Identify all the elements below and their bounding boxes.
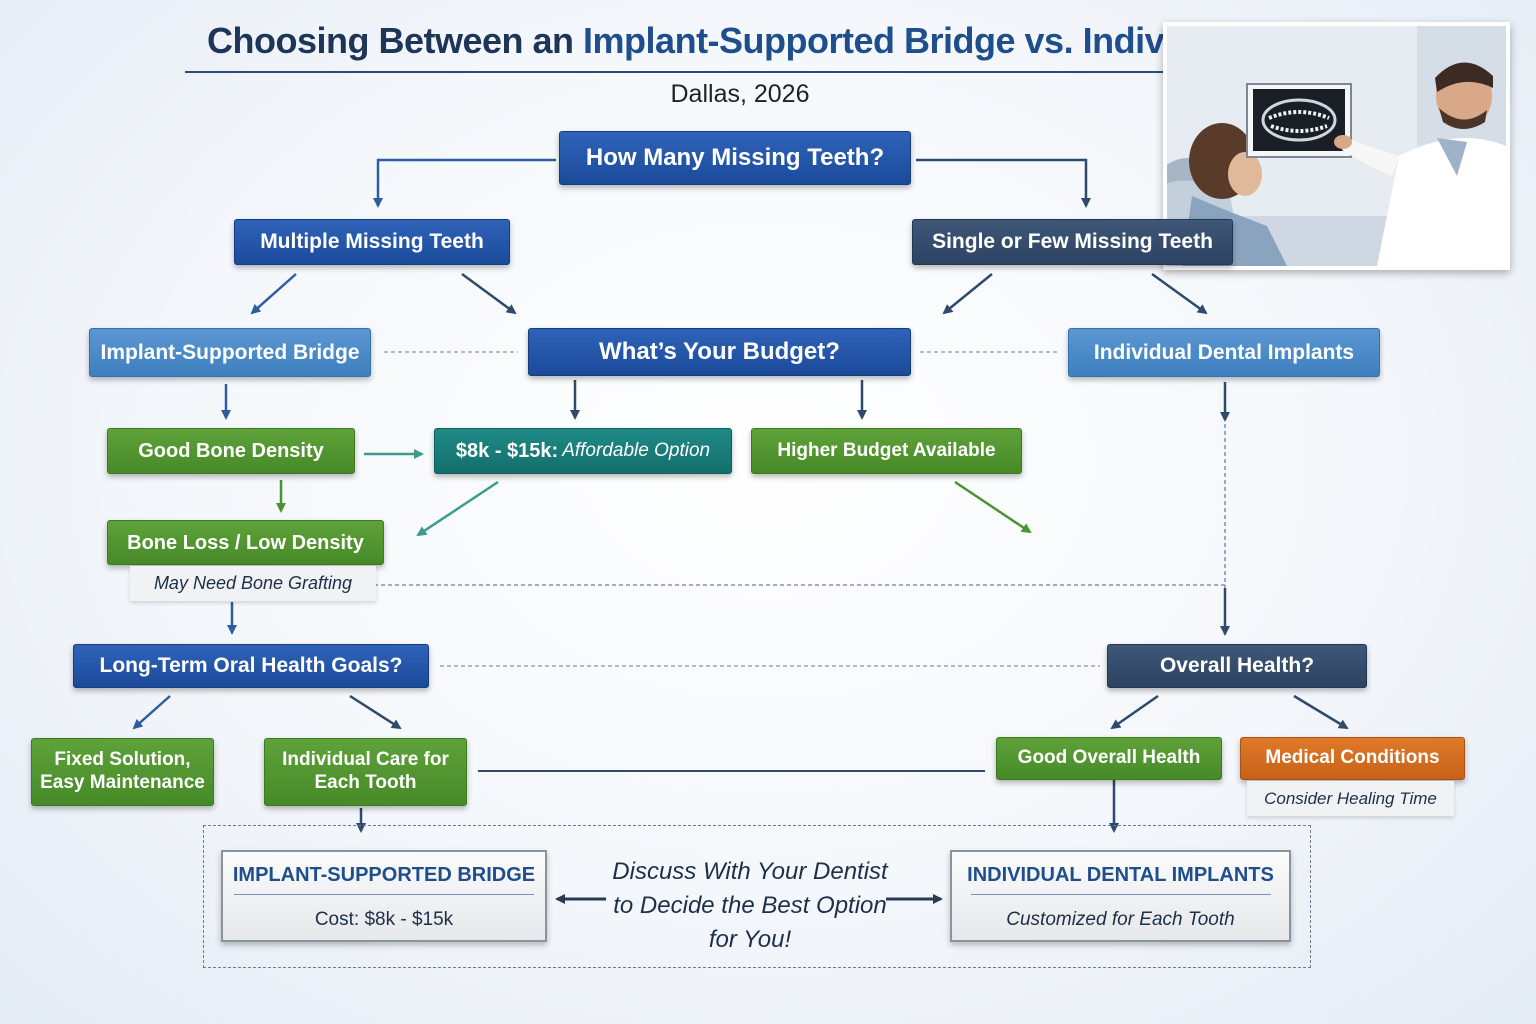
discuss-line-2: to Decide the Best Option <box>613 892 887 920</box>
title-part-1: Choosing Between an <box>207 20 584 61</box>
node-fixed-solution: Fixed Solution, Easy Maintenance <box>31 738 214 806</box>
node-implant-supported-bridge: Implant-Supported Bridge <box>89 328 371 377</box>
node-individual-care-line-1: Individual Care for <box>282 749 449 771</box>
note-bone-graft-label: May Need Bone Grafting <box>153 573 353 593</box>
arrow-long-term-to-individual-care <box>349 694 402 730</box>
node-higher-budget-label: Higher Budget Available <box>777 439 996 461</box>
node-single-few-missing-teeth: Single or Few Missing Teeth <box>912 219 1233 265</box>
node-medical-label: Medical Conditions <box>1265 747 1440 769</box>
node-individual-care-line-2: Each Tooth <box>314 772 417 793</box>
outcome-individual-sub: Customized for Each Tooth <box>1006 909 1235 930</box>
arrow-how-many-to-multiple <box>373 158 556 208</box>
node-good-health-label: Good Overall Health <box>1017 747 1201 769</box>
page-title: Choosing Between an Implant-Supported Br… <box>185 20 1400 62</box>
discuss-line-3: for You! <box>708 926 792 954</box>
arrow-overall-to-medical <box>1293 694 1349 730</box>
outcome-card-bridge: IMPLANT-SUPPORTED BRIDGE Cost: $8k - $15… <box>221 850 547 942</box>
node-long-term-label: Long-Term Oral Health Goals? <box>99 654 403 678</box>
note-consider-healing-time: Consider Healing Time <box>1247 781 1454 816</box>
arrow-single-to-budget <box>942 273 993 315</box>
discuss-with-dentist: Discuss With Your Dentist to Decide the … <box>600 855 900 957</box>
node-how-many-missing-teeth: How Many Missing Teeth? <box>559 131 911 185</box>
arrow-how-many-to-single <box>916 158 1091 208</box>
outcome-bridge-divider <box>234 894 534 895</box>
title-underline <box>185 71 1295 73</box>
budget-low-amount: $8k - $15k: <box>455 440 559 462</box>
note-healing-label: Consider Healing Time <box>1264 788 1437 808</box>
node-multiple-missing-teeth: Multiple Missing Teeth <box>234 219 510 265</box>
node-bridge-label: Implant-Supported Bridge <box>100 340 360 364</box>
node-fixed-line-1: Fixed Solution, <box>54 749 191 771</box>
outcome-section <box>203 825 1311 968</box>
arrow-higher-budget-out <box>954 480 1032 534</box>
node-budget-affordable-option: $8k - $15k: Affordable Option <box>434 428 732 474</box>
node-individual-dental-implants: Individual Dental Implants <box>1068 328 1380 377</box>
arrow-multiple-to-budget <box>461 272 517 315</box>
node-overall-health: Overall Health? <box>1107 644 1367 688</box>
note-may-need-bone-grafting: May Need Bone Grafting <box>130 566 376 601</box>
arrow-overall-to-good-health <box>1110 694 1159 730</box>
node-whats-your-budget: What’s Your Budget? <box>528 328 911 376</box>
outcome-individual-title: INDIVIDUAL DENTAL IMPLANTS <box>967 864 1274 886</box>
node-bone-loss-label: Bone Loss / Low Density <box>127 531 364 554</box>
outcome-card-individual: INDIVIDUAL DENTAL IMPLANTS Customized fo… <box>950 850 1291 942</box>
node-individual-label: Individual Dental Implants <box>1093 340 1355 364</box>
outcome-individual-divider <box>970 894 1271 895</box>
arrow-low-budget-to-bone-loss <box>416 480 499 537</box>
arrow-long-term-to-fixed <box>132 695 171 730</box>
node-long-term-oral-health-goals: Long-Term Oral Health Goals? <box>73 644 429 688</box>
node-good-bone-label: Good Bone Density <box>138 440 324 462</box>
outcome-bridge-cost: Cost: $8k - $15k <box>314 909 454 930</box>
page-subtitle: Dallas, 2026 <box>670 80 810 108</box>
node-medical-conditions: Medical Conditions <box>1240 737 1465 780</box>
node-single-label: Single or Few Missing Teeth <box>932 230 1213 254</box>
outcome-bridge-title: IMPLANT-SUPPORTED BRIDGE <box>232 864 536 886</box>
node-good-overall-health: Good Overall Health <box>996 737 1222 780</box>
node-budget-label: What’s Your Budget? <box>599 337 840 365</box>
node-how-many-label: How Many Missing Teeth? <box>585 143 885 171</box>
node-higher-budget-available: Higher Budget Available <box>751 428 1022 474</box>
arrow-single-to-individual <box>1151 272 1208 315</box>
node-individual-care: Individual Care for Each Tooth <box>264 738 467 806</box>
discuss-line-1: Discuss With Your Dentist <box>612 858 888 885</box>
node-fixed-line-2: Easy Maintenance <box>40 772 205 793</box>
node-multiple-label: Multiple Missing Teeth <box>260 230 484 254</box>
budget-low-label: Affordable Option <box>562 439 711 461</box>
arrow-multiple-to-bridge <box>250 273 297 315</box>
node-overall-health-label: Overall Health? <box>1159 654 1315 678</box>
node-good-bone-density: Good Bone Density <box>107 428 355 474</box>
node-bone-loss-low-density: Bone Loss / Low Density <box>107 520 384 565</box>
